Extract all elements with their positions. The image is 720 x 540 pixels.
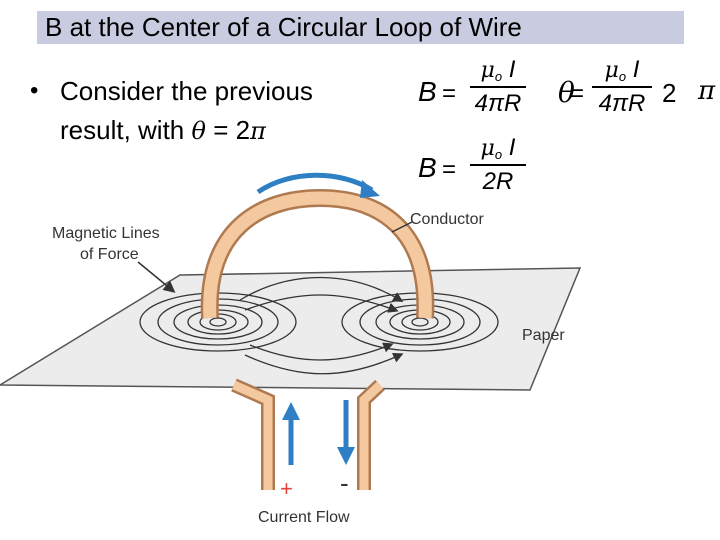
eq1-numerator: μo I [470,56,526,84]
eq1-theta: θ [558,76,575,109]
mu-subscript: o [494,69,503,84]
eq1-lhs: B [418,76,437,107]
eq3-equals: = [442,156,457,183]
eq1-fraction: μo I 4πR [470,56,526,118]
mu-symbol: μ [604,58,619,83]
eq2-equals: = [570,80,585,107]
current-symbol: I [508,56,516,83]
eq2-denominator: 4πR [598,89,646,117]
conductor-arch [203,191,432,319]
label-plus: + [280,476,293,501]
loop-field-diagram: Magnetic Lines of Force Conductor Paper … [0,172,582,526]
eq1-equals: = [442,80,457,107]
middle-field-lines [239,276,404,375]
pi-symbol: π [250,117,266,145]
bullet-equals: = 2 [213,115,251,145]
eq2-fraction: μo I 4πR [592,56,652,118]
eq3-lhs: B [418,152,437,183]
lead-wire-right [359,381,384,490]
bullet-text-line2: result, with θ = 2π [60,115,266,146]
bullet-text-prefix: result, with [60,115,185,145]
eq3-denominator: 2R [482,167,514,195]
bullet-text-line1: Consider the previous [60,76,313,106]
mu-symbol: μ [480,58,495,83]
bullet-marker: • [30,77,39,104]
title-background [37,11,684,44]
fraction-bar [470,164,526,166]
lead-wire-left [232,380,273,490]
eq3-numerator: μo I [470,134,526,162]
mu-subscript: o [494,147,503,162]
label-paper: Paper [522,327,565,344]
paper-plane [0,267,582,391]
fraction-bar [470,86,526,88]
current-direction-arrow [256,172,374,195]
eq2-numerator: μo I [592,56,652,84]
label-magnetic-lines-2: of Force [80,246,139,263]
label-current-flow: Current Flow [258,509,350,526]
current-down-arrowhead [337,447,355,465]
slide-title: B at the Center of a Circular Loop of Wi… [45,12,522,42]
label-magnetic-lines-1: Magnetic Lines [52,225,160,242]
current-symbol: I [508,134,516,161]
current-direction-arrowhead [360,180,380,198]
magnetic-lines-pointer [137,261,176,293]
mu-symbol: μ [480,136,495,161]
eq3-fraction: μo I 2R [470,134,526,196]
conductor-pointer [391,221,413,233]
theta-symbol: θ [191,117,206,145]
eq2-factor: 2 [662,78,677,108]
label-conductor: Conductor [410,211,484,228]
fraction-bar [592,86,652,88]
eq2-pi: π [698,76,716,106]
label-minus: - [340,468,349,498]
eq1-denominator: 4πR [474,89,522,117]
current-up-arrowhead [282,402,300,420]
mu-subscript: o [618,69,627,84]
current-symbol: I [632,56,640,83]
